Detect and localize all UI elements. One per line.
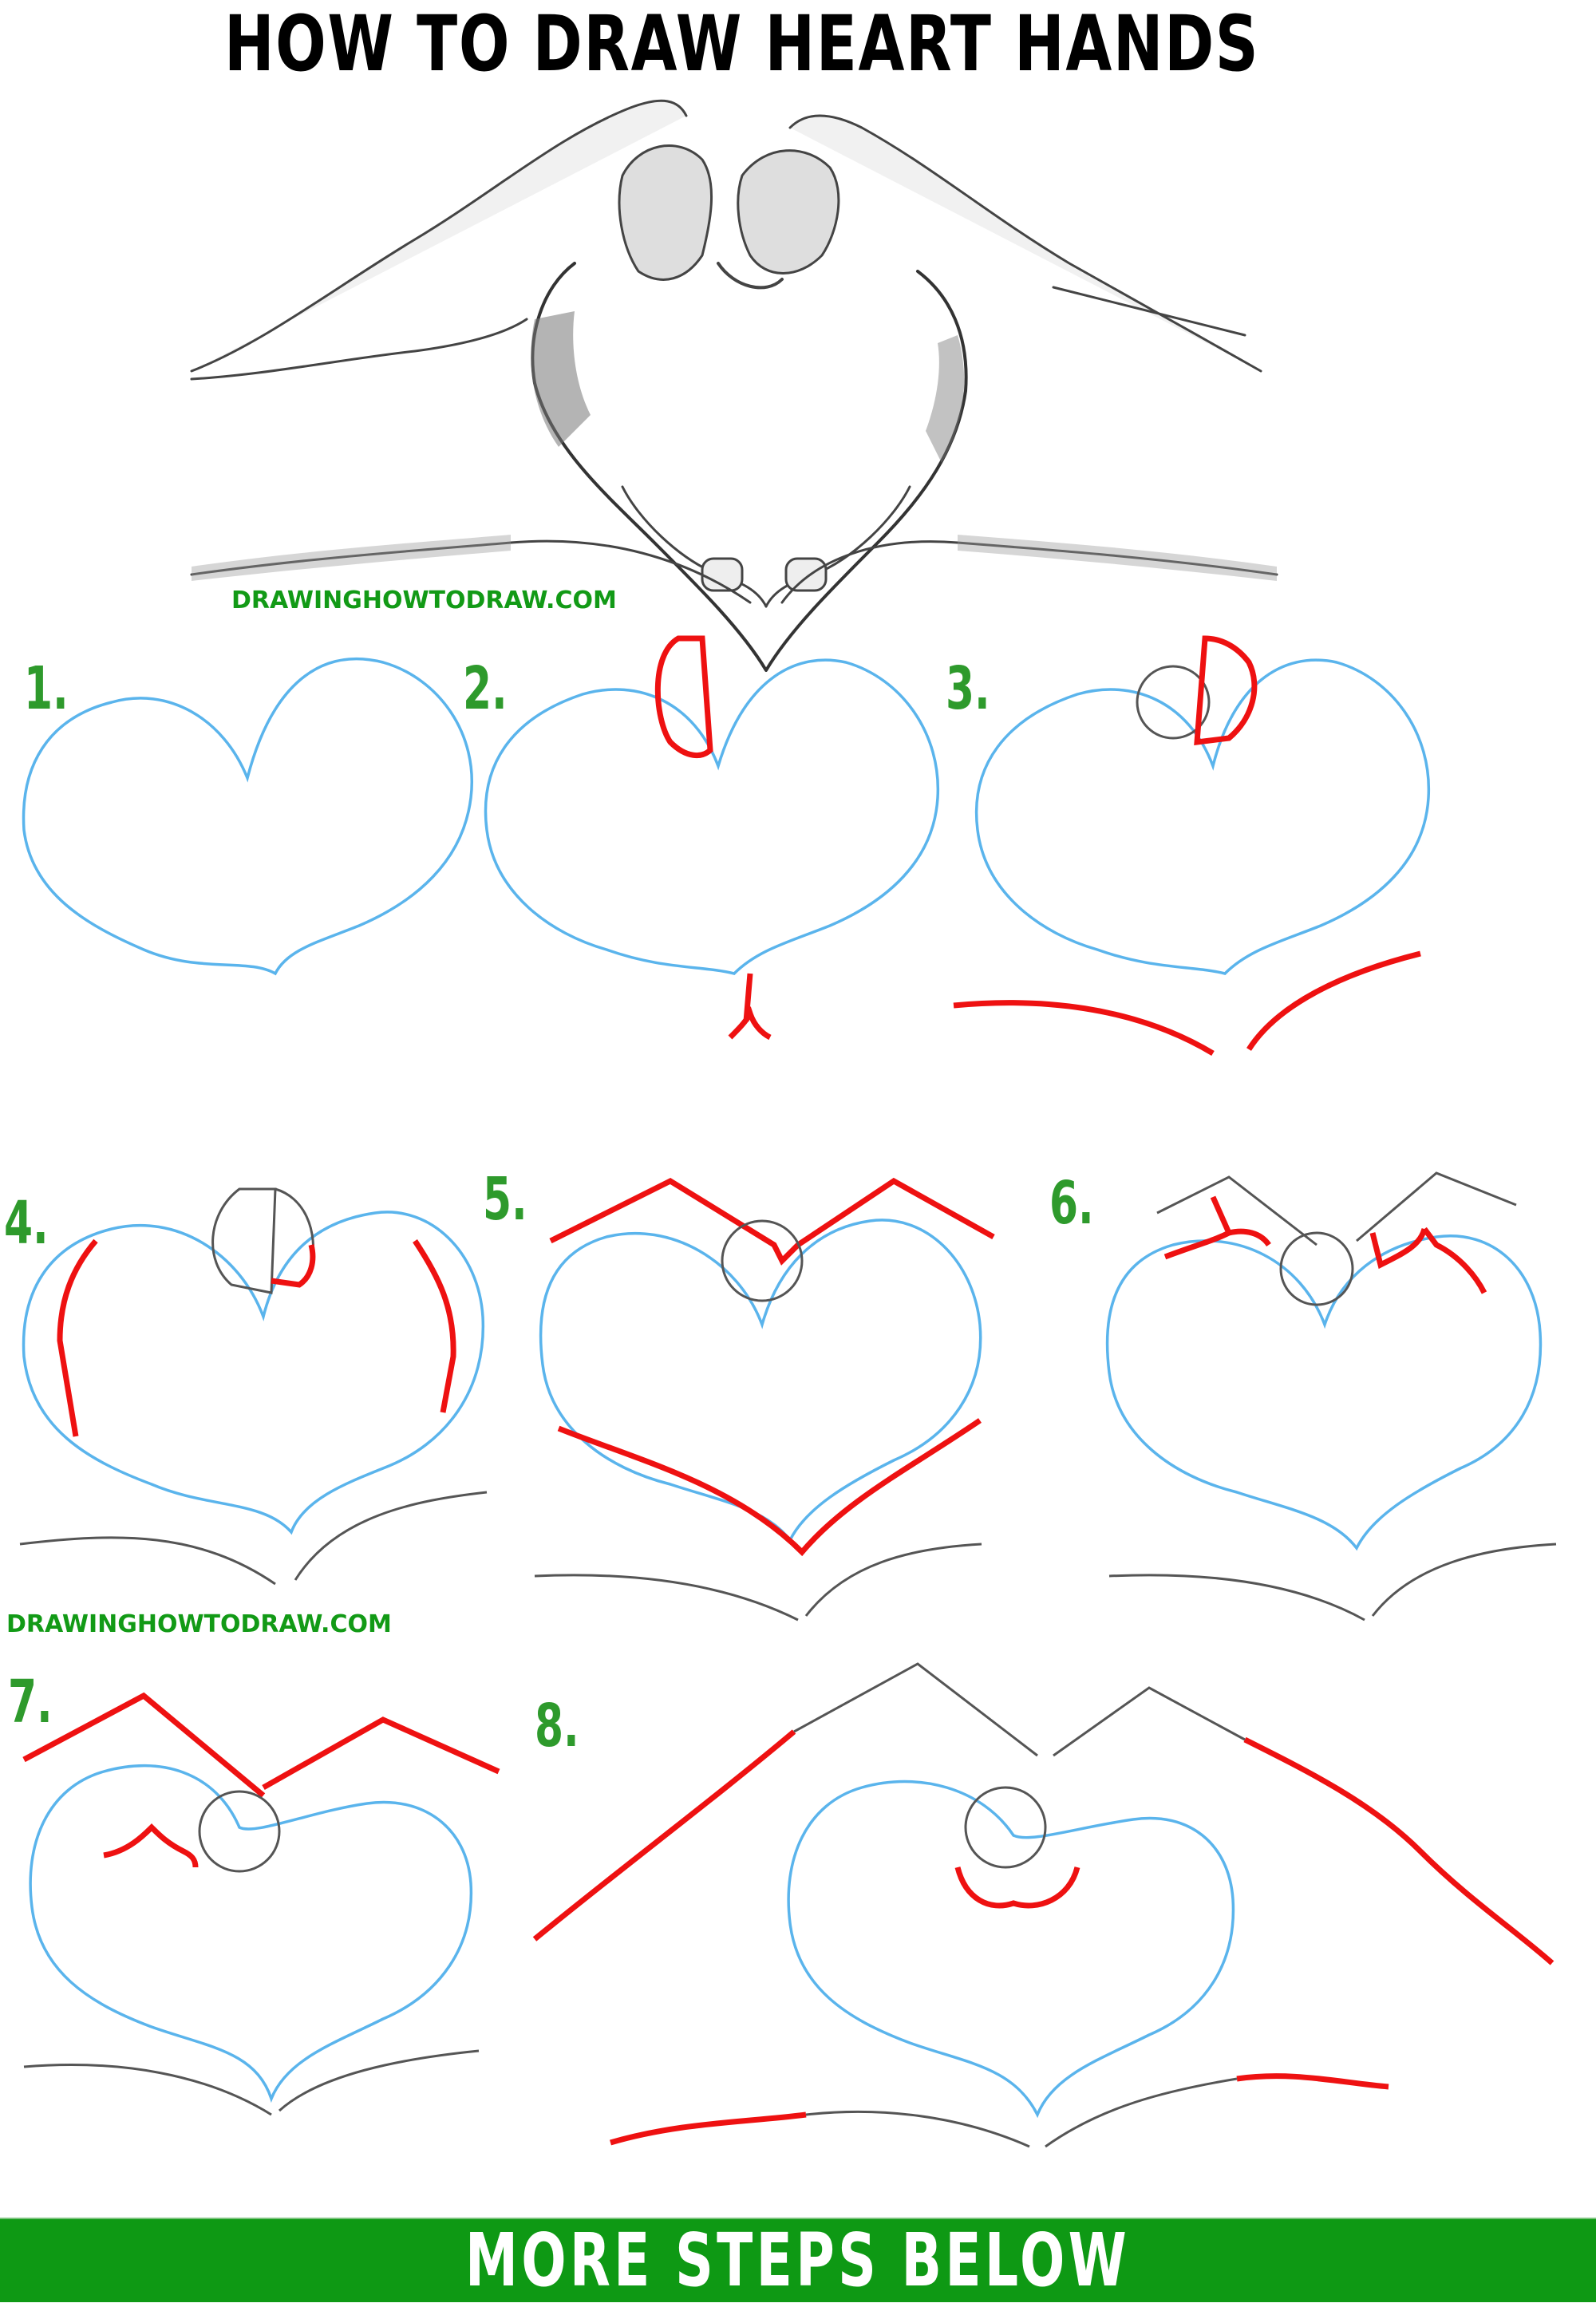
step-number-8: 8. bbox=[535, 1692, 579, 1760]
step-2-drawing bbox=[484, 635, 940, 1041]
step-number-6: 6. bbox=[1049, 1169, 1094, 1238]
step-number-2: 2. bbox=[463, 654, 508, 723]
step-7-drawing bbox=[22, 1692, 500, 2116]
step-6-drawing bbox=[1105, 1171, 1557, 1622]
more-steps-banner: MORE STEPS BELOW bbox=[0, 2218, 1596, 2302]
step-number-4: 4. bbox=[4, 1189, 49, 1258]
watermark-middle: DRAWINGHOWTODRAW.COM bbox=[6, 1610, 392, 1638]
step-5-drawing bbox=[534, 1177, 995, 1622]
page-title: HOW TO DRAW HEART HANDS bbox=[0, 0, 1596, 88]
title-text: HOW TO DRAW HEART HANDS bbox=[224, 0, 1260, 89]
step-8-drawing bbox=[532, 1662, 1555, 2148]
step-number-3: 3. bbox=[946, 654, 990, 723]
step-number-7: 7. bbox=[8, 1668, 53, 1736]
watermark-top: DRAWINGHOWTODRAW.COM bbox=[231, 587, 617, 614]
step-3-drawing bbox=[953, 635, 1431, 1057]
final-heart-hands-drawing bbox=[190, 99, 1278, 672]
step-number-1: 1. bbox=[24, 654, 69, 723]
step-1-drawing bbox=[22, 658, 473, 976]
step-4-drawing bbox=[19, 1187, 488, 1586]
step-number-5: 5. bbox=[483, 1165, 527, 1234]
banner-text: MORE STEPS BELOW bbox=[465, 2218, 1131, 2303]
